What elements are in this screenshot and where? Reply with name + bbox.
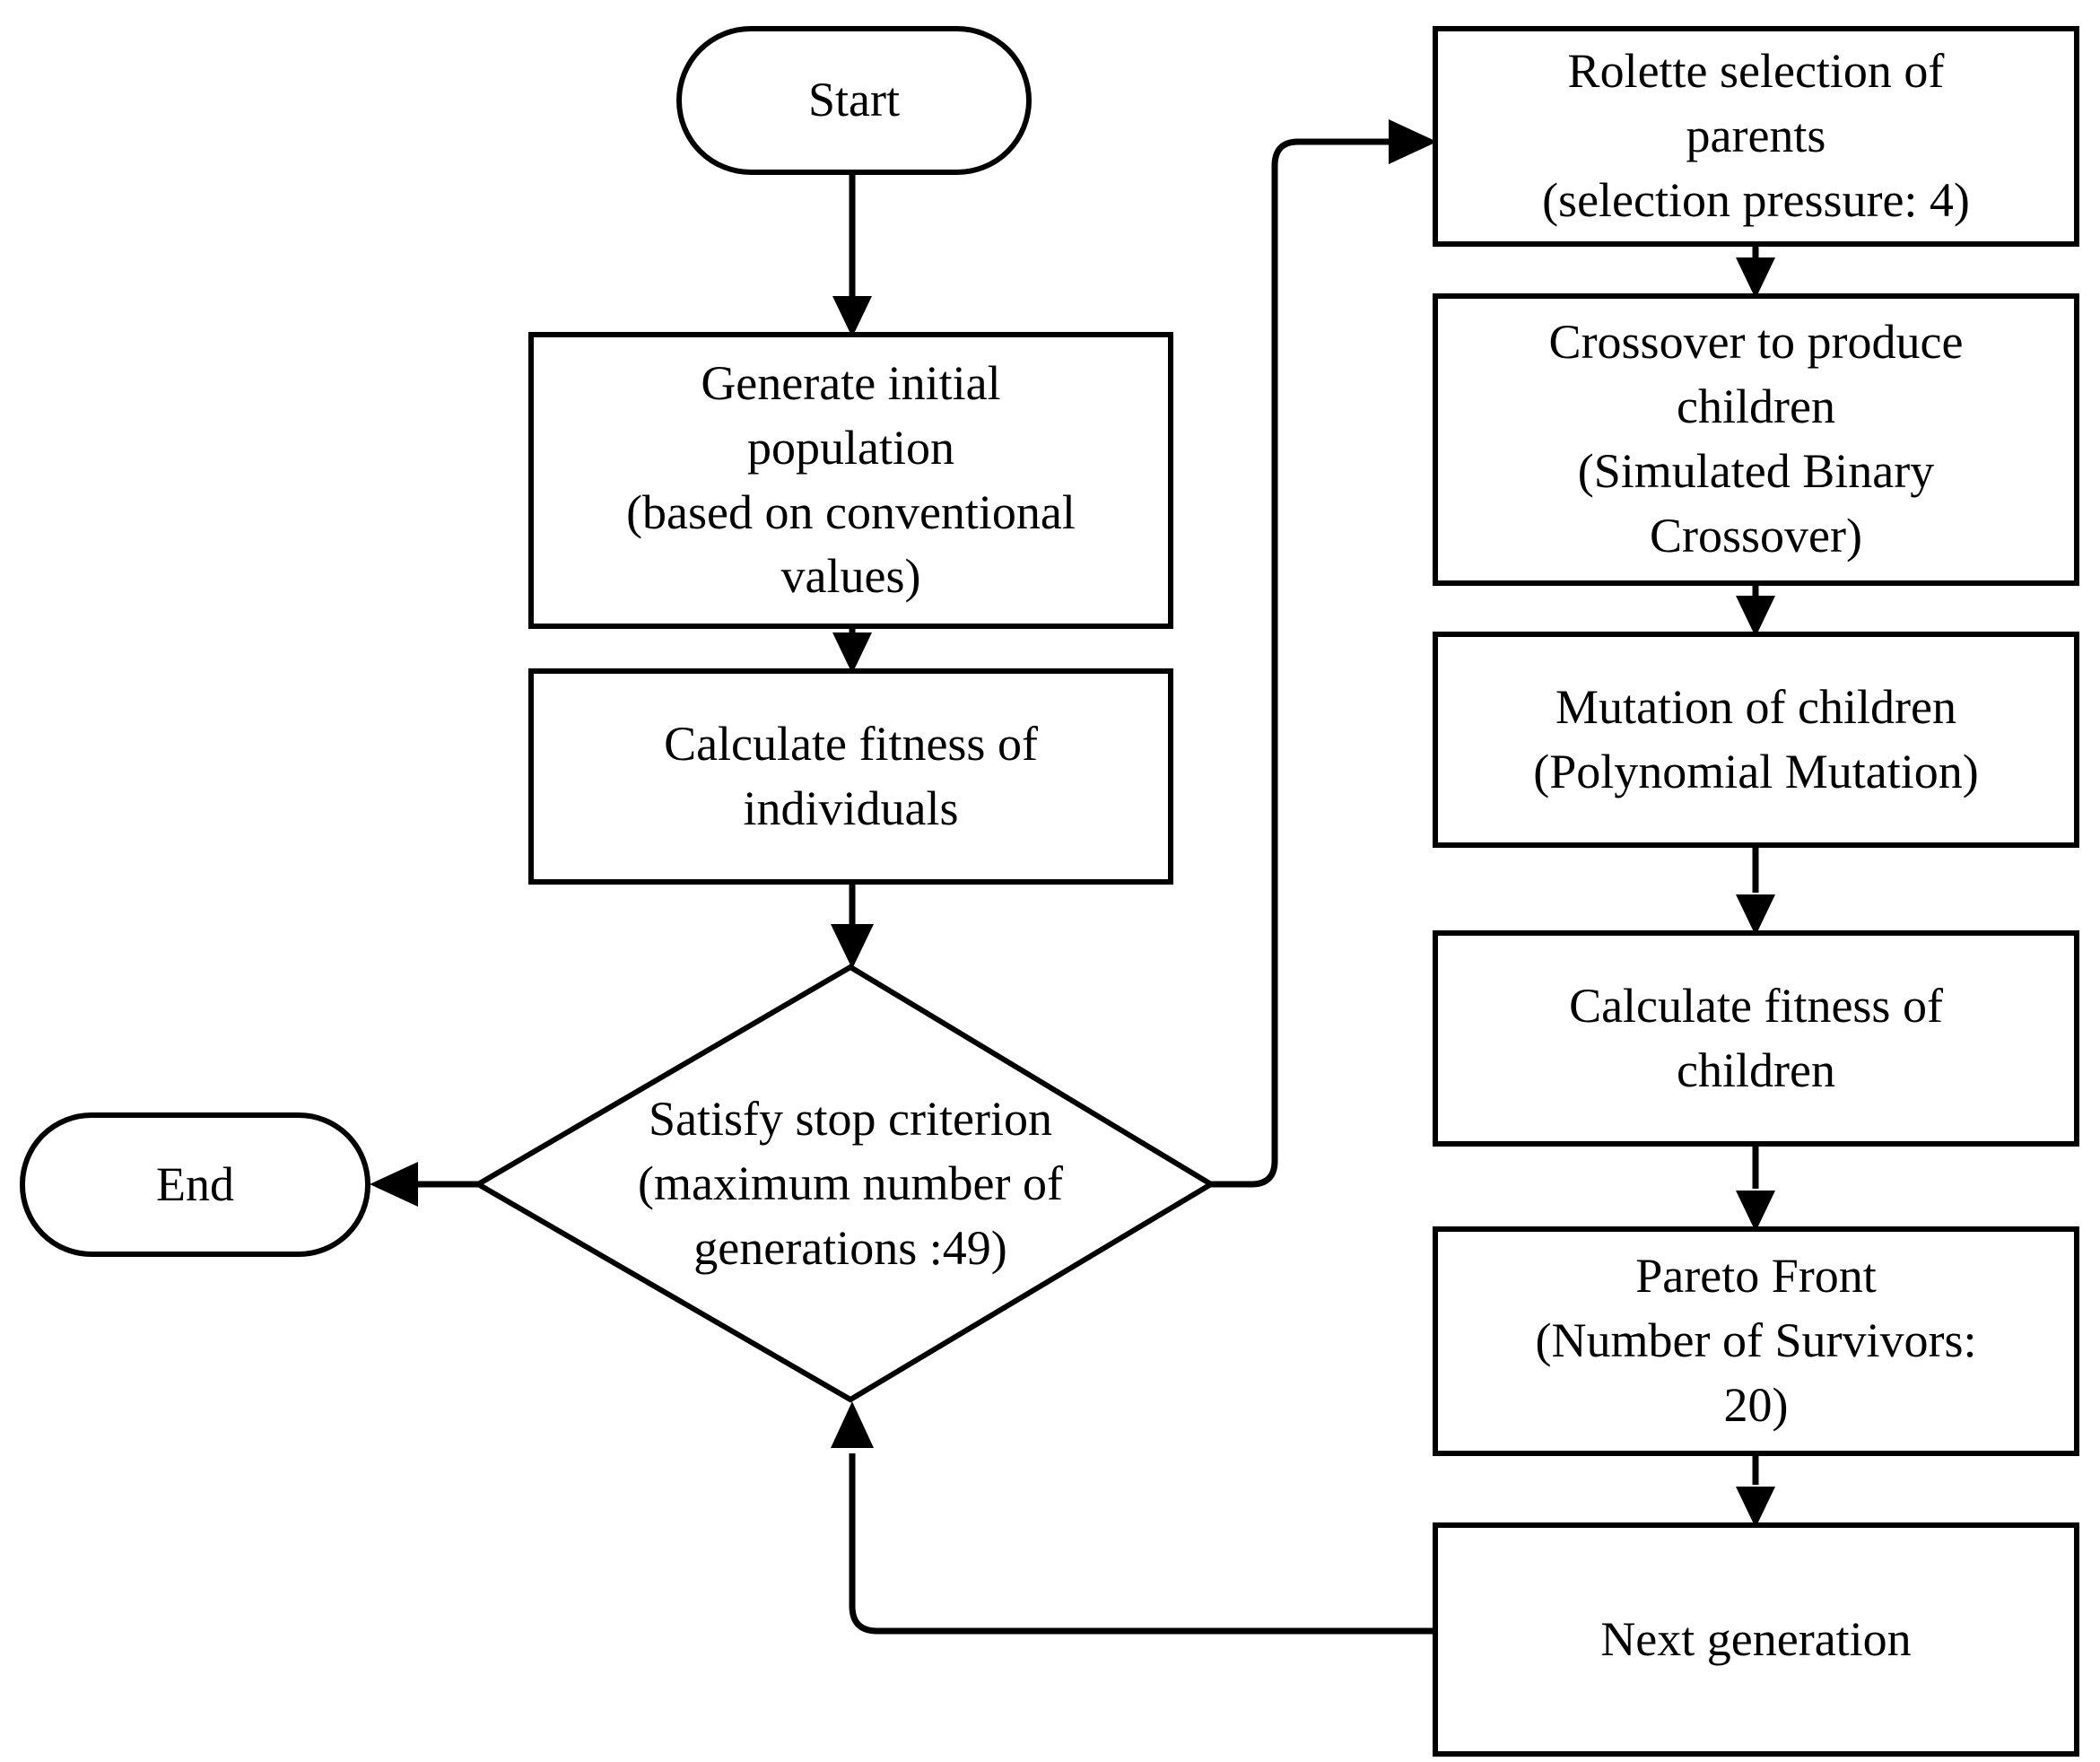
arrowhead-calcfit-to-decision bbox=[831, 924, 874, 969]
arrowhead-crossover-to-mutation bbox=[1736, 596, 1775, 637]
node-shape-calculate-fitness-individuals[interactable] bbox=[528, 668, 1173, 885]
arrowhead-nextgen-to-decision bbox=[831, 1401, 874, 1448]
node-shape-pareto-front[interactable] bbox=[1433, 1226, 2079, 1456]
edge-nextgen-to-decision bbox=[849, 1453, 1435, 1635]
arrowhead-pareto-to-nextgen bbox=[1736, 1487, 1775, 1528]
arrowhead-start-to-generate bbox=[832, 296, 872, 337]
arrowhead-mutation-to-calcfitchildren bbox=[1736, 894, 1775, 936]
node-shape-calculate-fitness-children[interactable] bbox=[1433, 930, 2079, 1147]
node-shape-mutation[interactable] bbox=[1433, 632, 2079, 848]
node-shape-satisfy-stop-criterion[interactable] bbox=[473, 964, 1216, 1403]
arrowhead-calcfitchildren-to-pareto bbox=[1736, 1191, 1775, 1232]
edge-decision-to-rolette bbox=[1211, 138, 1392, 1188]
node-shape-crossover[interactable] bbox=[1433, 293, 2079, 586]
node-shape-rolette-selection[interactable] bbox=[1433, 26, 2079, 247]
arrowhead-generate-to-calcfit bbox=[832, 632, 872, 674]
arrowhead-rolette-to-crossover bbox=[1736, 257, 1775, 299]
node-shape-generate-initial-population[interactable] bbox=[528, 332, 1173, 629]
node-shape-next-generation[interactable] bbox=[1433, 1522, 2079, 1757]
node-shape-end[interactable] bbox=[20, 1112, 370, 1257]
arrowhead-decision-to-rolette bbox=[1389, 119, 1437, 164]
arrowhead-decision-to-end bbox=[370, 1162, 418, 1207]
node-shape-start[interactable] bbox=[676, 26, 1032, 175]
